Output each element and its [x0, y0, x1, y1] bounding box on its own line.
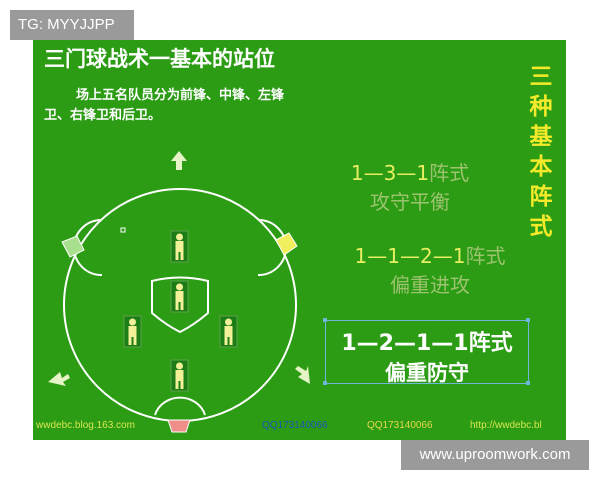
player-center [170, 280, 189, 313]
watermark-url: www.uproomwork.com [401, 440, 589, 470]
left-gate [61, 235, 85, 258]
formation-2-subtitle: 偏重进攻 [390, 273, 470, 297]
footer-url: http://wwdebc.bl [470, 420, 542, 431]
bottom-gate-arc [154, 396, 206, 416]
top-arrow-icon [171, 151, 187, 170]
right-gate [275, 232, 298, 256]
bottom-gate [167, 419, 191, 433]
formation-2-numbers: 1—1—2—1 [354, 244, 466, 268]
formation-3: 1—2—1—1阵式 偏重防守 [325, 320, 529, 385]
formation-1: 1—3—1阵式 攻守平衡 [330, 157, 490, 215]
player-back [170, 359, 189, 392]
center-zone [151, 276, 209, 334]
watermark-tag: TG: MYYJJPP [10, 10, 134, 40]
marker [120, 227, 126, 233]
formation-3-subtitle: 偏重防守 [385, 361, 469, 385]
description-text: 场上五名队员分为前锋、中锋、左锋卫、右锋卫和后卫。 [44, 88, 285, 123]
footer-qq-2: QQ173140066 [367, 420, 433, 431]
formation-1-word: 阵式 [429, 161, 470, 185]
player-right-wing [219, 315, 238, 348]
formation-2-word: 阵式 [465, 244, 506, 268]
vertical-title: 三种基本阵式 [529, 64, 553, 240]
bottom-right-arrow-icon [295, 366, 310, 384]
player-forward [170, 230, 189, 263]
field-panel [33, 40, 566, 440]
formation-3-word: 阵式 [468, 331, 513, 356]
footer-blog: wwdebc.blog.163.com [36, 420, 135, 431]
formation-1-subtitle: 攻守平衡 [370, 190, 450, 214]
diagram-title: 三门球战术一基本的站位 [44, 47, 275, 71]
formation-1-numbers: 1—3—1 [350, 161, 430, 185]
formation-2: 1—1—2—1阵式 偏重进攻 [330, 240, 530, 298]
formation-3-numbers: 1—2—1—1 [341, 331, 469, 356]
footer-qq-1: QQ173140066 [262, 420, 328, 431]
bottom-left-arrow-icon [48, 372, 70, 386]
player-left-wing [123, 315, 142, 348]
